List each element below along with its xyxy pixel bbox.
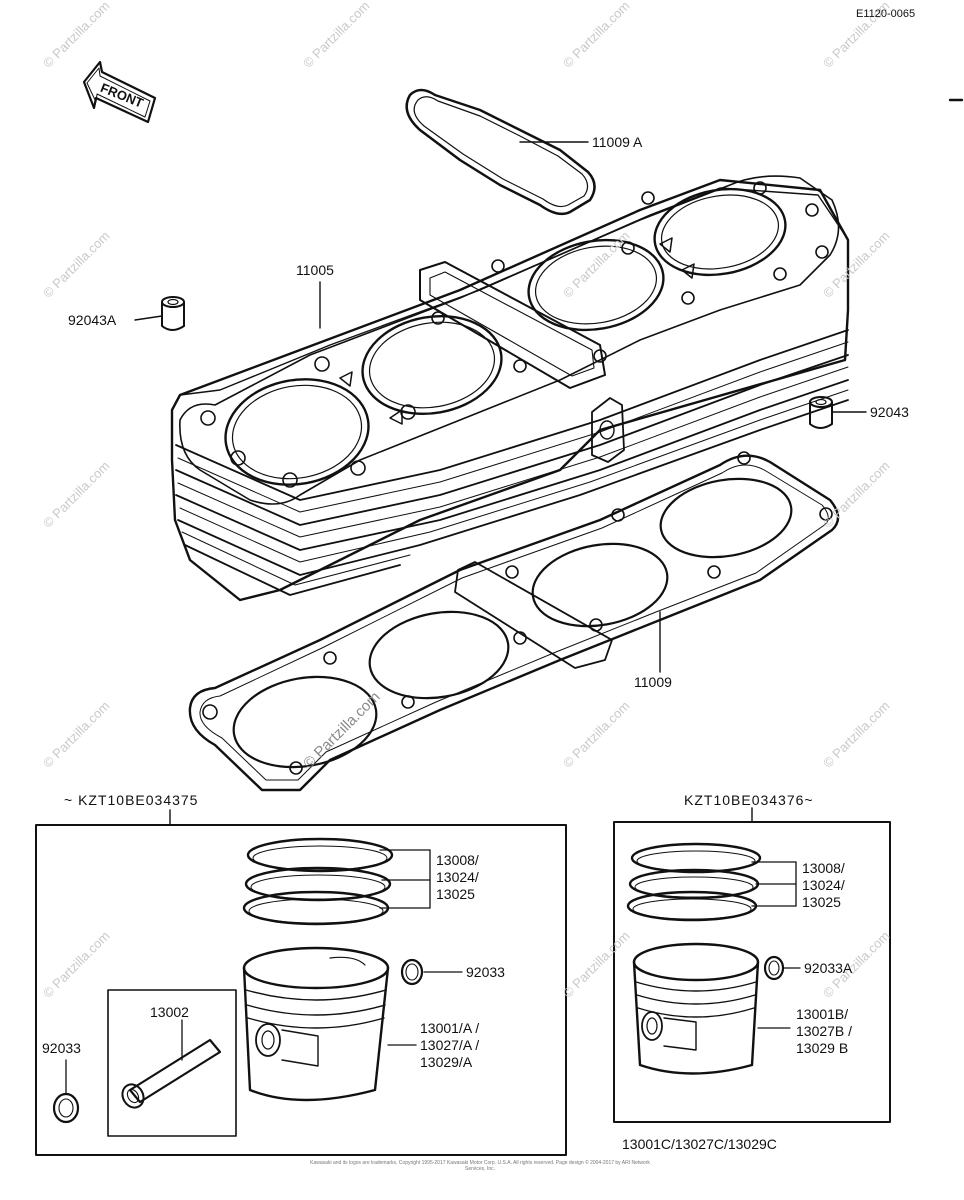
dowel-pin-92043 bbox=[809, 396, 833, 429]
part-callout-11005[interactable]: 11005 bbox=[296, 262, 334, 278]
part-callout-92043[interactable]: 92043 bbox=[870, 404, 909, 420]
front-arrow-icon bbox=[82, 60, 157, 124]
left-pin-clip-92033 bbox=[52, 1059, 80, 1124]
serial-range-right: KZT10BE034376~ bbox=[684, 792, 814, 808]
part-callout-right-rings[interactable]: 13008/ 13024/ 13025 bbox=[802, 860, 845, 910]
part-callout-92043A[interactable]: 92043A bbox=[68, 312, 117, 328]
base-gasket bbox=[188, 451, 840, 792]
right-piston-rings bbox=[626, 842, 797, 922]
left-piston-box bbox=[35, 809, 567, 1156]
left-piston-pin bbox=[107, 989, 237, 1137]
diagram-code: E1120-0065 bbox=[856, 8, 916, 20]
serial-range-left: ~ KZT10BE034375 bbox=[64, 792, 199, 808]
part-callout-left-rings[interactable]: 13008/ 13024/ 13025 bbox=[436, 852, 479, 902]
right-piston-clip-92033A bbox=[763, 955, 801, 981]
part-callout-right-piston[interactable]: 13001B/ 13027B / 13029 B bbox=[796, 1006, 853, 1056]
right-piston-box bbox=[613, 807, 891, 1123]
part-callout-11009A[interactable]: 11009 A bbox=[592, 134, 643, 150]
dowel-pin-92043A bbox=[161, 296, 185, 331]
part-callout-right-bottom[interactable]: 13001C/13027C/13029C bbox=[622, 1136, 777, 1152]
head-cover-gasket bbox=[405, 88, 596, 216]
part-callout-left-piston[interactable]: 13001/A / 13027/A / 13029/A bbox=[420, 1020, 480, 1070]
part-callout-left-pin[interactable]: 13002 bbox=[150, 1004, 189, 1020]
left-piston bbox=[242, 946, 417, 1102]
left-piston-rings bbox=[242, 837, 431, 926]
right-piston bbox=[632, 942, 791, 1075]
part-callout-left-clip[interactable]: 92033 bbox=[466, 964, 505, 980]
part-callout-11009[interactable]: 11009 bbox=[634, 674, 672, 690]
copyright-notice: Kawasaki and its logos are trademarks, C… bbox=[310, 1160, 650, 1172]
cylinder-block bbox=[170, 175, 850, 602]
part-callout-right-clip[interactable]: 92033A bbox=[804, 960, 853, 976]
leader-lines bbox=[134, 141, 867, 673]
left-piston-clip-92033 bbox=[400, 958, 463, 986]
part-callout-left-pin-clip[interactable]: 92033 bbox=[42, 1040, 81, 1056]
